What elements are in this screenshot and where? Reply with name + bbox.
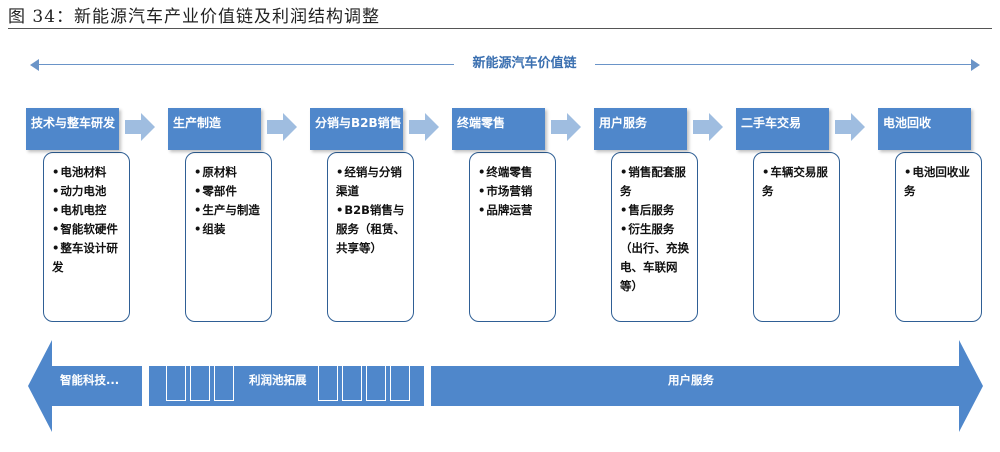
placeholder-glyph	[190, 361, 210, 401]
value-chain-label: 新能源汽车价值链	[472, 56, 577, 71]
stage-item: 生产与制造	[194, 201, 267, 220]
stage-title: 电池回收	[883, 116, 932, 130]
flow-arrow-icon	[835, 113, 865, 141]
placeholder-glyph	[342, 361, 362, 401]
stage-item-list: 电池回收业务	[896, 153, 981, 201]
profit-structure-bar	[28, 340, 983, 432]
flow-arrow-icon	[409, 113, 439, 141]
stage-header: 二手车交易	[736, 108, 829, 150]
stage-item: 销售配套服务	[620, 163, 693, 201]
stage-item-list: 原材料 零部件 生产与制造 组装	[186, 153, 271, 239]
stage-item: 电池材料	[52, 163, 125, 182]
placeholder-glyph	[166, 361, 186, 401]
stage-title: 生产制造	[173, 116, 222, 130]
stage-item-list: 车辆交易服务	[754, 153, 839, 201]
flow-arrow-icon	[125, 113, 155, 141]
placeholder-glyph	[318, 361, 338, 401]
flow-arrow-icon	[693, 113, 723, 141]
chain-left-arrowhead	[30, 59, 39, 71]
stage-item: 电机电控	[52, 201, 125, 220]
stage-item: 品牌运营	[478, 201, 551, 220]
stage-title: 二手车交易	[741, 116, 802, 130]
bar-segment-tech: 智能科技...	[60, 373, 120, 387]
placeholder-glyph	[214, 361, 234, 401]
stage-item: 零部件	[194, 182, 267, 201]
stage-box: 电池回收业务	[895, 152, 982, 322]
bar-segment-profit-pool: 利润池拓展	[249, 373, 307, 387]
stage-item: 经销与分销渠道	[336, 163, 409, 201]
stage-item: 市场营销	[478, 182, 551, 201]
chain-right-arrowhead	[971, 59, 980, 71]
stage-item: 终端零售	[478, 163, 551, 182]
stage-header: 用户服务	[594, 108, 687, 150]
stage-item: 智能软硬件	[52, 220, 125, 239]
stage-item: 车辆交易服务	[762, 163, 835, 201]
chain-line-left	[36, 64, 454, 65]
bar-segment-user-service: 用户服务	[668, 373, 714, 387]
stage-title: 用户服务	[599, 116, 648, 130]
stage-box: 终端零售 市场营销 品牌运营	[469, 152, 556, 322]
stage-box: 经销与分销渠道 B2B销售与服务（租赁、共享等）	[327, 152, 414, 322]
stage-title: 分销与B2B销售	[315, 116, 402, 130]
stage-item-list: 销售配套服务 售后服务 衍生服务（出行、充换电、车联网等）	[612, 153, 697, 296]
stage-box: 原材料 零部件 生产与制造 组装	[185, 152, 272, 322]
stage-item: 售后服务	[620, 201, 693, 220]
stage-item: B2B销售与服务（租赁、共享等）	[336, 201, 409, 258]
stage-box: 销售配套服务 售后服务 衍生服务（出行、充换电、车联网等）	[611, 152, 698, 322]
stage-item: 衍生服务（出行、充换电、车联网等）	[620, 220, 693, 296]
stage-item: 整车设计研发	[52, 239, 125, 277]
stage-header: 生产制造	[168, 108, 261, 150]
figure-title: 图 34：新能源汽车产业价值链及利润结构调整	[8, 7, 381, 27]
stage-box: 电池材料 动力电池 电机电控 智能软硬件 整车设计研发	[43, 152, 130, 322]
flow-arrow-icon	[551, 113, 581, 141]
stage-item: 组装	[194, 220, 267, 239]
value-chain-arrow: 新能源汽车价值链	[30, 54, 980, 76]
placeholder-glyph	[390, 361, 410, 401]
stage-header: 分销与B2B销售	[310, 108, 403, 150]
stage-box: 车辆交易服务	[753, 152, 840, 322]
placeholder-glyph	[366, 361, 386, 401]
flow-arrow-icon	[267, 113, 297, 141]
stage-item-list: 经销与分销渠道 B2B销售与服务（租赁、共享等）	[328, 153, 413, 258]
stage-item: 电池回收业务	[904, 163, 977, 201]
stage-title: 技术与整车研发	[31, 116, 116, 130]
stage-item: 原材料	[194, 163, 267, 182]
chain-line-right	[595, 64, 974, 65]
stage-header: 电池回收	[878, 108, 971, 150]
stage-header: 技术与整车研发	[26, 108, 119, 150]
stage-header: 终端零售	[452, 108, 545, 150]
title-rule	[8, 28, 992, 29]
stage-item-list: 电池材料 动力电池 电机电控 智能软硬件 整车设计研发	[44, 153, 129, 277]
stage-item: 动力电池	[52, 182, 125, 201]
stage-title: 终端零售	[457, 116, 506, 130]
stage-item-list: 终端零售 市场营销 品牌运营	[470, 153, 555, 220]
